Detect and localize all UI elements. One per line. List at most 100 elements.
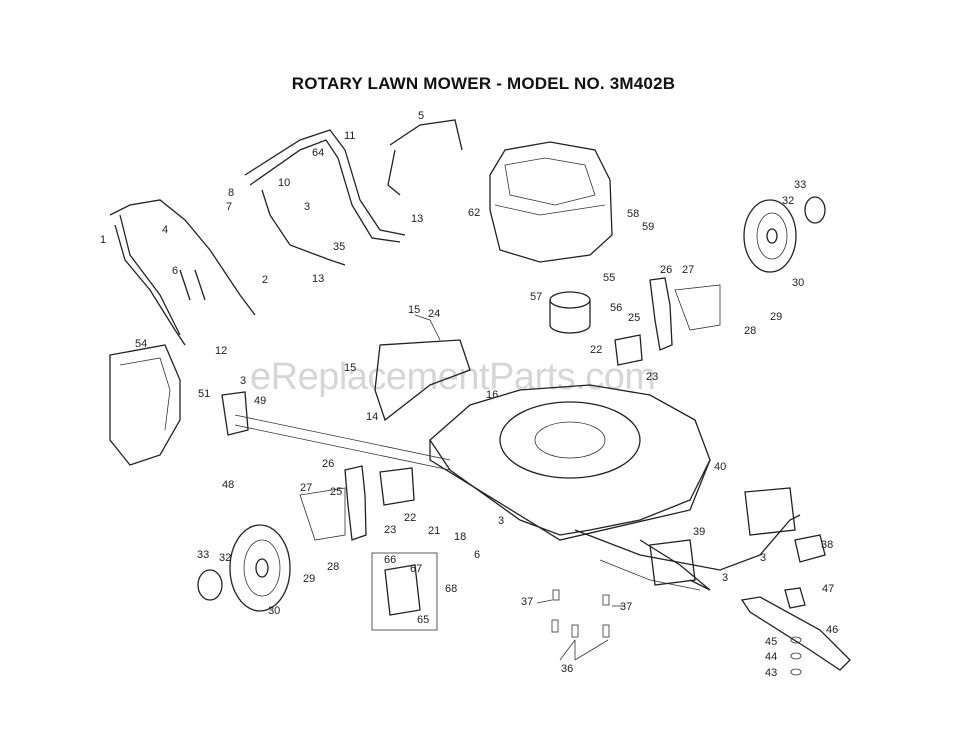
callout-18: 18	[454, 531, 466, 543]
callout-8: 8	[228, 187, 234, 199]
blade-adapter	[549, 291, 591, 334]
blade-adapter-lower	[784, 534, 826, 609]
callout-16: 16	[486, 389, 498, 401]
leader-lines	[536, 599, 625, 661]
callout-32-a: 32	[782, 195, 794, 207]
callout-56: 56	[610, 302, 622, 314]
callout-29-b: 29	[303, 573, 315, 585]
callout-38: 38	[821, 539, 833, 551]
callout-47: 47	[822, 583, 834, 595]
lower-handle	[109, 199, 256, 346]
callout-4: 4	[162, 224, 168, 236]
callout-21: 21	[428, 525, 440, 537]
callout-40: 40	[714, 461, 726, 473]
callout-22-b: 22	[404, 512, 416, 524]
callout-64: 64	[312, 147, 324, 159]
callout-15-a: 15	[408, 304, 420, 316]
callout-32-b: 32	[219, 552, 231, 564]
callout-3-a: 3	[304, 201, 310, 213]
callout-36: 36	[561, 663, 573, 675]
callout-5: 5	[418, 110, 424, 122]
callout-65: 65	[417, 614, 429, 626]
callout-35: 35	[333, 241, 345, 253]
callout-27-a: 27	[682, 264, 694, 276]
blade-hardware	[790, 636, 802, 676]
callout-23-a: 23	[646, 371, 658, 383]
callout-26-b: 26	[322, 458, 334, 470]
callout-23-b: 23	[384, 524, 396, 536]
front-wheel	[229, 524, 291, 612]
callout-37-b: 37	[620, 601, 632, 613]
side-plate-right	[744, 487, 796, 536]
diagram-title: ROTARY LAWN MOWER - MODEL NO. 3M402B	[291, 74, 676, 93]
bolts	[551, 589, 610, 638]
hubcap-right	[804, 196, 826, 224]
callout-13-a: 13	[411, 213, 423, 225]
callout-37-a: 37	[521, 596, 533, 608]
callout-51: 51	[198, 388, 210, 400]
callout-12: 12	[215, 345, 227, 357]
callout-6-b: 6	[474, 549, 480, 561]
callout-25-a: 25	[628, 312, 640, 324]
side-plate-left	[649, 539, 696, 586]
blade	[740, 596, 851, 671]
callout-39: 39	[693, 526, 705, 538]
callout-13-b: 13	[312, 273, 324, 285]
callout-49: 49	[254, 395, 266, 407]
callout-30-b: 30	[268, 605, 280, 617]
callout-46: 46	[826, 624, 838, 636]
callout-62: 62	[468, 207, 480, 219]
callout-7: 7	[226, 201, 232, 213]
callout-44: 44	[765, 651, 777, 663]
upper-handle	[244, 129, 406, 266]
callout-54: 54	[135, 338, 147, 350]
callout-68: 68	[445, 583, 457, 595]
callout-27-b: 27	[300, 482, 312, 494]
callout-3-c: 3	[498, 515, 504, 527]
engine	[489, 141, 613, 263]
callout-33-a: 33	[794, 179, 806, 191]
callout-33-b: 33	[197, 549, 209, 561]
callout-1: 1	[100, 234, 106, 246]
callout-22-a: 22	[590, 344, 602, 356]
callout-6-a: 6	[172, 265, 178, 277]
callout-45: 45	[765, 636, 777, 648]
callout-26-a: 26	[660, 264, 672, 276]
callout-3-d: 3	[760, 552, 766, 564]
callout-25-b: 25	[330, 486, 342, 498]
rear-bar	[234, 414, 451, 471]
callout-59: 59	[642, 221, 654, 233]
cable-kit	[371, 552, 438, 631]
callout-2: 2	[262, 274, 268, 286]
callout-10: 10	[278, 177, 290, 189]
callout-3-e: 3	[722, 572, 728, 584]
callout-57: 57	[530, 291, 542, 303]
callout-28-a: 28	[744, 325, 756, 337]
height-adjuster-right	[649, 277, 721, 351]
rear-flap-bracket	[374, 314, 471, 422]
mower-deck	[429, 384, 711, 541]
callout-43: 43	[765, 667, 777, 679]
callout-67: 67	[410, 563, 422, 575]
hubcap-left	[197, 569, 223, 601]
callout-55: 55	[603, 272, 615, 284]
callout-28-b: 28	[327, 561, 339, 573]
callout-24: 24	[428, 308, 440, 320]
handle-bracket	[387, 119, 463, 196]
callout-48: 48	[222, 479, 234, 491]
callout-15-b: 15	[344, 362, 356, 374]
callout-3-b: 3	[240, 375, 246, 387]
pivot-bracket	[221, 391, 249, 436]
callout-30-a: 30	[792, 277, 804, 289]
rear-wheel	[743, 199, 797, 273]
callout-29-a: 29	[770, 311, 782, 323]
rods	[179, 269, 206, 301]
callout-11: 11	[344, 130, 355, 142]
height-adjuster-left	[299, 465, 367, 541]
adjuster-plate-left	[379, 467, 415, 506]
adjuster-plate-right	[614, 334, 643, 366]
callout-66: 66	[384, 554, 396, 566]
callout-58: 58	[627, 208, 639, 220]
grass-chute	[109, 344, 181, 466]
